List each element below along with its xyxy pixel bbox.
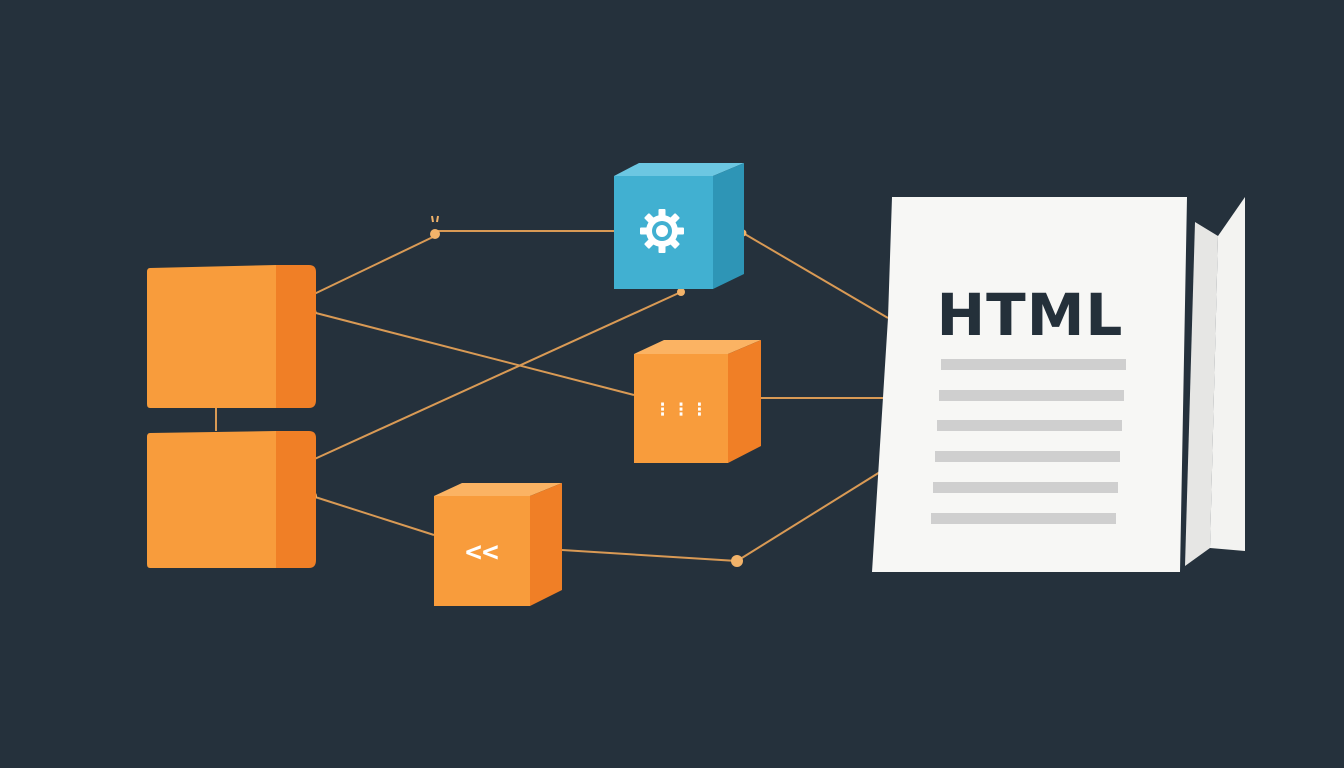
document-line <box>937 420 1122 431</box>
gear-cube[interactable] <box>614 163 744 289</box>
document-text-lines <box>931 359 1126 524</box>
connector-topleft-to-bulb <box>311 235 436 296</box>
html-document[interactable]: HTML <box>872 197 1245 572</box>
connector-bottomleft-to-chevron-cube <box>311 495 435 536</box>
connector-dot <box>677 288 685 296</box>
orange-box-bottom-left[interactable] <box>147 431 316 568</box>
document-line <box>931 513 1116 524</box>
connectors <box>215 230 889 562</box>
document-line <box>941 359 1126 370</box>
connector-bottomleft-to-gear-cube <box>307 291 682 463</box>
spark-icon <box>430 215 440 239</box>
double-chevron-left-icon: << <box>465 535 499 568</box>
document-back-page <box>1210 197 1245 551</box>
gear-icon <box>640 209 684 253</box>
document-line <box>939 390 1124 401</box>
chevron-cube[interactable]: << <box>434 483 562 606</box>
braces-icon: ⁝ ⁝ ⁝ <box>659 397 702 421</box>
document-line <box>935 451 1120 462</box>
connector-topleft-to-braces-cube <box>311 311 635 396</box>
connector-gear-cube-to-document <box>742 232 889 319</box>
orange-box-top-left[interactable] <box>147 265 316 408</box>
connector-chevron-cube-to-node <box>561 549 738 562</box>
document-title: HTML <box>937 281 1124 349</box>
document-back-page <box>1185 222 1218 566</box>
document-front-page <box>872 197 1187 572</box>
braces-cube[interactable]: ⁝ ⁝ ⁝ <box>634 340 761 463</box>
connector-dot <box>731 555 743 567</box>
connector-node-to-document <box>736 471 881 562</box>
document-line <box>933 482 1118 493</box>
